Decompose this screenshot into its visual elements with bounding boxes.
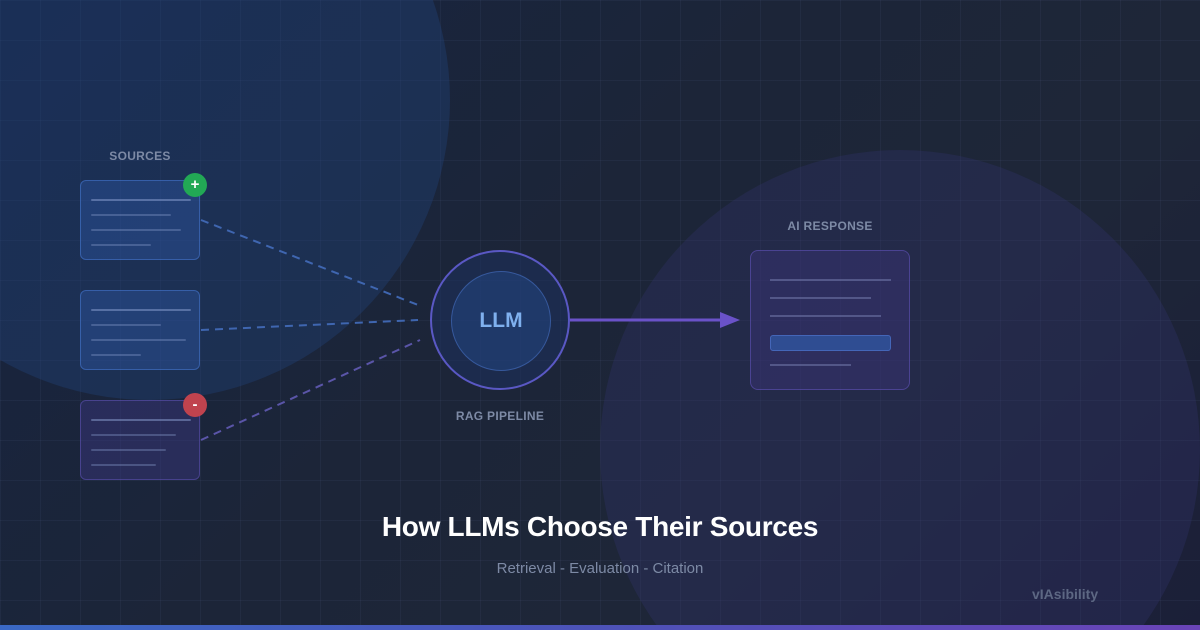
page-subtitle: Retrieval - Evaluation - Citation — [496, 560, 704, 577]
page-title: How LLMs Choose Their Sources — [381, 511, 819, 542]
text-line — [91, 449, 166, 451]
text-line — [91, 199, 191, 201]
background-circle-right — [600, 150, 1200, 630]
sources-label: SOURCES — [109, 149, 171, 163]
text-line — [770, 364, 851, 366]
text-line — [770, 279, 891, 281]
text-line — [91, 464, 156, 466]
text-line — [770, 315, 881, 317]
plus-badge-icon: + — [183, 173, 207, 197]
source-card-neutral — [80, 290, 200, 370]
source-card-negative — [80, 400, 200, 480]
ai-response-label: AI RESPONSE — [787, 219, 873, 233]
text-line — [91, 214, 171, 216]
text-line — [91, 339, 186, 341]
arrow-head-icon — [720, 312, 740, 328]
cited-highlight — [770, 335, 891, 351]
brand-logo: vIAsibility — [1032, 586, 1099, 602]
llm-node: LLM — [430, 250, 570, 390]
source-card-positive — [80, 180, 200, 260]
text-line — [91, 354, 141, 356]
minus-badge-icon: - — [183, 393, 207, 417]
text-line — [91, 419, 191, 421]
text-line — [91, 434, 176, 436]
rag-pipeline-caption: RAG PIPELINE — [455, 409, 545, 423]
text-line — [91, 229, 181, 231]
text-line — [91, 309, 191, 311]
llm-label: LLM — [451, 271, 551, 371]
bottom-accent-bar — [0, 625, 1200, 630]
text-line — [770, 297, 871, 299]
text-line — [91, 244, 151, 246]
text-line — [91, 324, 161, 326]
ai-response-card — [750, 250, 910, 390]
